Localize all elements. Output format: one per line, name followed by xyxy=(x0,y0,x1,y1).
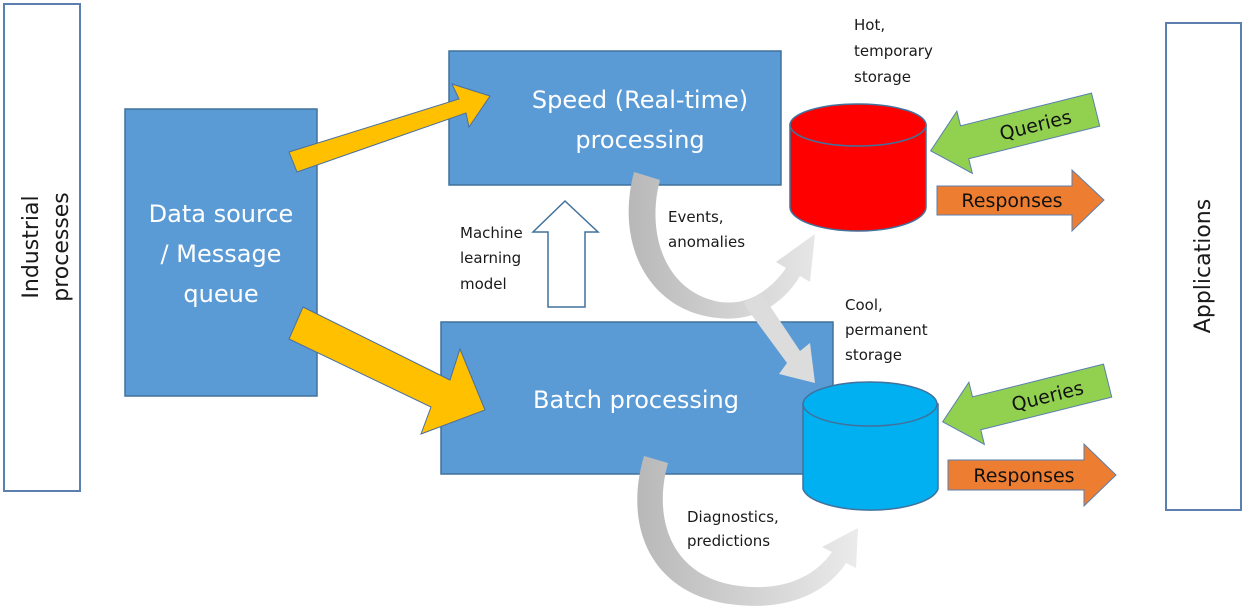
ml-model-label-line2: learning xyxy=(460,249,521,267)
ml-model-label-line3: model xyxy=(460,275,507,293)
events-label-line1: Events, xyxy=(668,208,724,226)
industrial-processes-label-line1: Industrial xyxy=(19,195,44,298)
diagnostics-label-line2: predictions xyxy=(687,532,770,550)
speed-processing-label-line1: Speed (Real-time) xyxy=(532,86,748,114)
speed-processing-box: Speed (Real-time) processing xyxy=(448,50,782,186)
events-label-line2: anomalies xyxy=(668,233,745,251)
events-flow-arrow xyxy=(628,172,815,319)
ingest-arrow-batch xyxy=(288,306,486,435)
data-source-label-line2: / Message xyxy=(161,240,282,268)
ml-model-label-line1: Machine xyxy=(460,224,523,242)
hot-responses-arrow: Responses xyxy=(936,168,1105,233)
speed-processing-label-line2: processing xyxy=(575,126,704,154)
data-source-label-line3: queue xyxy=(183,280,258,308)
data-source-box: Data source / Message queue xyxy=(124,108,318,397)
cool-storage-label-line1: Cool, xyxy=(845,296,883,314)
diagnostics-flow-arrow xyxy=(637,456,858,606)
hot-storage-cylinder xyxy=(789,103,927,232)
ml-model-arrow xyxy=(531,199,600,308)
industrial-processes-box: Industrial processes xyxy=(3,3,81,492)
applications-box: Applications xyxy=(1165,22,1242,511)
cool-storage-label-line2: permanent xyxy=(845,321,928,339)
batch-processing-label: Batch processing xyxy=(533,386,739,414)
hot-queries-arrow: Queries xyxy=(929,92,1101,175)
ingest-arrow-speed xyxy=(288,83,491,173)
industrial-processes-label-line2: processes xyxy=(49,192,74,302)
events-to-cool-arrow xyxy=(744,294,815,383)
cool-storage-cylinder xyxy=(802,381,939,511)
hot-storage-label-line3: storage xyxy=(854,68,911,86)
cool-responses-label: Responses xyxy=(973,465,1074,487)
hot-storage-label-line2: temporary xyxy=(854,42,933,60)
cool-storage-label-line3: storage xyxy=(845,346,902,364)
diagnostics-label-line1: Diagnostics, xyxy=(687,508,779,526)
hot-storage-label-line1: Hot, xyxy=(854,16,885,34)
applications-label: Applications xyxy=(1191,199,1216,333)
cool-responses-arrow: Responses xyxy=(947,442,1117,508)
cool-queries-arrow: Queries xyxy=(941,363,1113,446)
hot-responses-label: Responses xyxy=(961,190,1062,212)
batch-processing-box: Batch processing xyxy=(440,321,834,475)
data-source-label-line1: Data source xyxy=(149,200,294,228)
